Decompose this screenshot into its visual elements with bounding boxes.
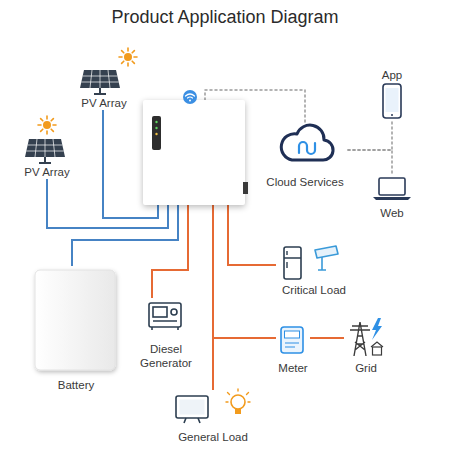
component-node: Diesel Generator (138, 298, 194, 370)
solar-panel-icon (80, 70, 120, 94)
phone-body (383, 84, 401, 118)
component-label: Battery (30, 378, 122, 392)
grid-icon (350, 318, 383, 356)
component-label: Grid (344, 361, 388, 375)
inverter-box (143, 100, 245, 205)
ac-wire (152, 205, 188, 298)
ac-wire (213, 205, 276, 338)
data-link (348, 150, 392, 176)
diagram-title: Product Application Diagram (0, 6, 450, 28)
component-node: App (374, 68, 410, 120)
fridge-doors (284, 251, 301, 268)
component-node: Battery (30, 266, 122, 392)
battery-cabinet (35, 270, 115, 370)
component-label: PV Array (16, 165, 78, 179)
phone-icon (383, 84, 401, 118)
pv-array-top-icon (80, 48, 137, 94)
generator-frame (149, 303, 181, 327)
pv-array-left-icon (25, 116, 65, 163)
component-label: Web (364, 206, 420, 220)
sun-icon (38, 116, 56, 134)
critical-load-icons (284, 246, 338, 279)
component-node: Critical Load (276, 240, 352, 297)
house-wall (373, 347, 382, 355)
wifi-waves (186, 94, 195, 98)
camera-body (315, 246, 338, 258)
component-node: Cloud Services (262, 122, 348, 189)
laptop-screen (379, 178, 405, 195)
component-node: Grid (344, 312, 388, 375)
camera-mount (318, 257, 326, 270)
component-label: Diesel Generator (138, 342, 194, 370)
component-label: General Load (168, 430, 258, 444)
general-load-icons (176, 389, 250, 423)
ac-wire (310, 337, 344, 339)
component-label: App (374, 68, 410, 82)
component-node: Web (364, 176, 420, 220)
phone-button (391, 114, 393, 116)
meter-icon (281, 327, 303, 353)
cloud-icon (281, 125, 333, 160)
dc-wire (72, 205, 178, 266)
laptop-base (373, 197, 411, 200)
meter-body (281, 327, 303, 353)
cloud-logo (299, 142, 315, 154)
component-node: PV Array (72, 44, 136, 110)
component-label: PV Array (72, 96, 136, 110)
battery-icon (35, 270, 115, 370)
component-label: Meter (276, 361, 310, 375)
fridge-body (284, 247, 301, 279)
bulb-rays (226, 389, 250, 402)
tv-stand (184, 418, 200, 423)
component-node: PV Array (16, 112, 78, 179)
meter-display (285, 331, 300, 338)
bulb-glass (231, 395, 245, 409)
component-label: Cloud Services (262, 175, 348, 189)
ac-wire (228, 205, 276, 265)
laptop-icon (373, 178, 411, 200)
pylon (350, 322, 370, 356)
generator-panel (153, 307, 167, 317)
lightning-bolt (372, 318, 382, 340)
generator-icon (149, 303, 181, 330)
tv-screen (180, 400, 205, 415)
tv-body (176, 396, 208, 418)
solar-panel-icon (25, 139, 65, 163)
component-label: Critical Load (276, 283, 352, 297)
generator-dial (171, 309, 177, 315)
generator-base (152, 321, 178, 330)
house-roof (371, 342, 383, 347)
sun-icon (119, 48, 137, 66)
data-link (348, 120, 392, 150)
component-node: General Load (168, 390, 258, 444)
phone-screen (386, 88, 399, 112)
meter-lines (285, 343, 299, 347)
cloud-outline (281, 125, 333, 160)
component-node: Meter (276, 322, 310, 375)
bulb-base (235, 409, 241, 414)
